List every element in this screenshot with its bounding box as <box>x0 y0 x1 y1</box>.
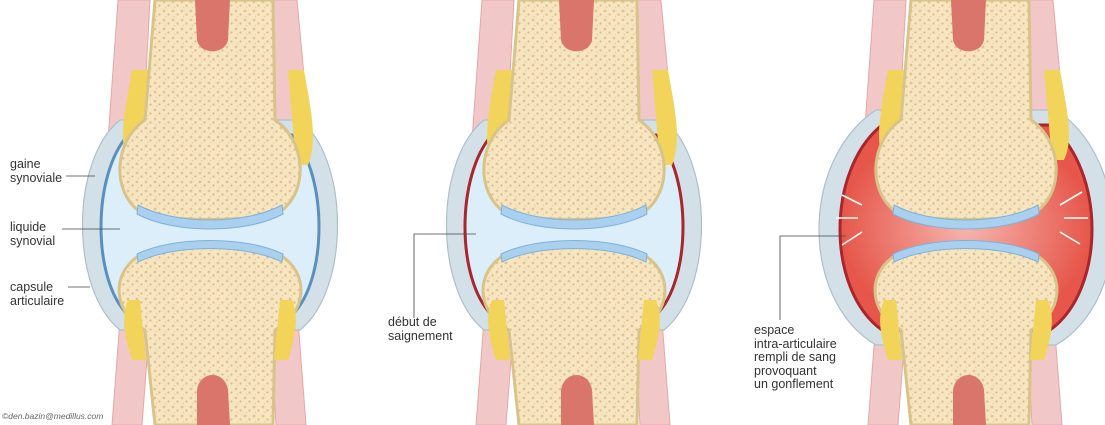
lower-medulla <box>953 375 986 425</box>
upper-medulla <box>559 0 594 51</box>
label-bleeding-start: début de saignement <box>388 316 453 343</box>
label-synovial-fluid: liquide synovial <box>10 221 55 248</box>
panel-normal-joint <box>62 0 338 425</box>
label-synovial-sheath: gaine synoviale <box>10 158 62 185</box>
lower-medulla <box>197 375 230 425</box>
label-blood-filled-space: espace intra-articulaire rempli de sang … <box>754 324 837 392</box>
panel-bleeding-start <box>414 0 702 425</box>
label-joint-capsule: capsule articulaire <box>10 281 64 308</box>
upper-medulla <box>951 0 986 51</box>
copyright-credit: ©den.bazin@medillus.com <box>2 411 103 421</box>
upper-medulla <box>195 0 230 51</box>
lower-medulla <box>561 375 594 425</box>
